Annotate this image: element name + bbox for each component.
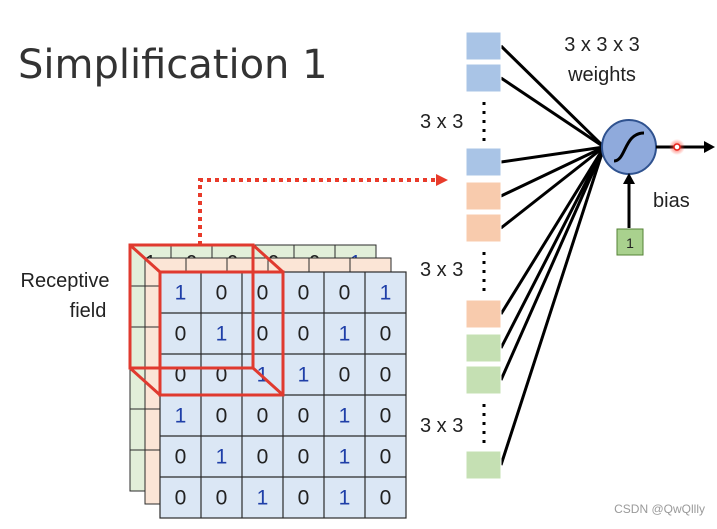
matrix-cell: 0 <box>380 364 392 387</box>
watermark: CSDN @QwQllly <box>614 502 705 516</box>
matrix-cell: 0 <box>216 282 228 305</box>
dotted-arrow-line <box>198 178 436 245</box>
matrix-cell: 1 <box>339 405 351 428</box>
output-arrow-head <box>704 141 715 153</box>
matrix-cell: 1 <box>380 282 392 305</box>
matrix-cell: 0 <box>175 364 187 387</box>
weights-label: 3 x 3 x 3 weights <box>548 30 656 90</box>
matrix-cell: 1 <box>298 364 310 387</box>
receptive-field-edge <box>128 243 162 274</box>
matrix-cell: 0 <box>175 446 187 469</box>
weight-connection <box>500 145 605 198</box>
matrix-cell: 1 <box>339 323 351 346</box>
matrix-cell: 0 <box>298 405 310 428</box>
weight-input-box <box>465 147 502 177</box>
matrix-cell: 1 <box>339 446 351 469</box>
group-size-label-2: 3 x 3 <box>420 259 464 281</box>
output-dot <box>673 143 681 151</box>
weight-connection <box>500 76 605 149</box>
matrix-cell: 0 <box>216 405 228 428</box>
weight-input-box <box>465 31 502 61</box>
weight-connection <box>500 145 605 164</box>
weight-connection <box>499 146 606 381</box>
matrix-cell: 0 <box>175 323 187 346</box>
matrix-cell: 1 <box>175 405 187 428</box>
matrix-cell: 0 <box>380 446 392 469</box>
group-size-label-1: 3 x 3 <box>420 111 464 133</box>
matrix-cell: 1 <box>175 282 187 305</box>
weight-input-box <box>465 181 502 211</box>
weight-connection <box>499 146 606 466</box>
matrix-cell: 0 <box>216 487 228 510</box>
matrix-cell: 1 <box>216 446 228 469</box>
matrix-cell: 0 <box>380 487 392 510</box>
weight-connection <box>499 146 606 315</box>
matrix-cell: 0 <box>380 323 392 346</box>
page-title: Simplification 1 <box>18 42 328 88</box>
receptive-field-line1: Receptive <box>20 270 110 292</box>
group-size-label-3: 3 x 3 <box>420 415 464 437</box>
matrix-cell: 0 <box>380 405 392 428</box>
weight-input-box <box>465 213 502 243</box>
matrix-cell: 0 <box>298 323 310 346</box>
weights-line2: weights <box>568 64 636 86</box>
bias-arrow-head <box>623 173 635 184</box>
weight-connection <box>499 146 606 349</box>
dotted-arrow-head <box>436 174 448 186</box>
weight-connection <box>499 44 606 149</box>
weights-line1: 3 x 3 x 3 <box>564 34 640 56</box>
matrix-cell: 0 <box>175 487 187 510</box>
receptive-field-line2: field <box>69 300 107 322</box>
bias-input-value: 1 <box>626 235 634 251</box>
receptive-field-edge <box>251 243 285 274</box>
matrix-cell: 0 <box>216 364 228 387</box>
matrix-cell: 0 <box>298 282 310 305</box>
matrix-cell: 0 <box>257 282 269 305</box>
matrix-cell: 1 <box>339 487 351 510</box>
weight-input-box <box>465 365 502 395</box>
weight-input-box <box>465 299 502 329</box>
matrix-cell: 1 <box>257 487 269 510</box>
receptive-field-label: Receptive field <box>6 266 124 326</box>
bias-label: bias <box>653 190 690 212</box>
bias-input-box <box>616 228 644 256</box>
weight-input-box <box>465 63 502 93</box>
matrix-cell: 0 <box>339 282 351 305</box>
sigmoid-icon <box>613 131 645 163</box>
receptive-field-edge <box>251 366 285 397</box>
matrix-cell: 0 <box>298 446 310 469</box>
matrix-cell: 0 <box>257 446 269 469</box>
matrix-cell: 0 <box>298 487 310 510</box>
receptive-field-back <box>128 243 255 370</box>
matrix-cell: 0 <box>257 323 269 346</box>
weight-input-box <box>465 450 502 480</box>
matrix-cell: 1 <box>216 323 228 346</box>
matrix-cell: 0 <box>257 405 269 428</box>
weight-connection <box>500 145 605 230</box>
weight-input-box <box>465 333 502 363</box>
receptive-field-front <box>158 270 285 397</box>
neuron-circle <box>601 119 657 175</box>
matrix-cell: 0 <box>339 364 351 387</box>
receptive-field-edge <box>128 366 162 397</box>
